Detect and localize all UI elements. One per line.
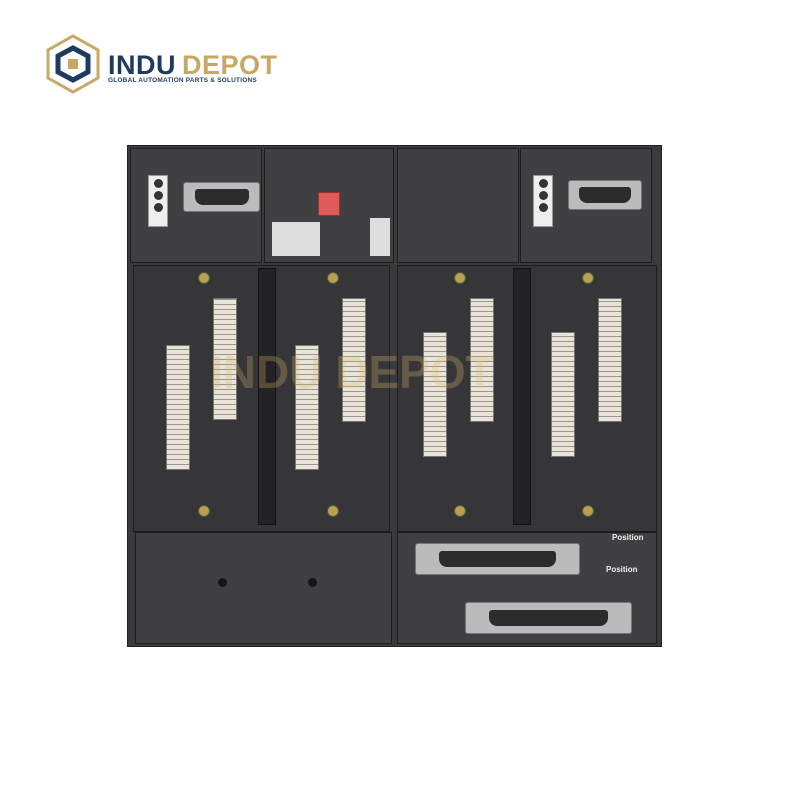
screw [198, 272, 210, 284]
watermark-part2: DEPOT [335, 346, 494, 398]
screw [454, 505, 466, 517]
blank-panel [397, 148, 519, 263]
brand-name-part1: INDU [108, 50, 176, 80]
power-connector [148, 175, 168, 227]
config-table [272, 222, 320, 256]
card-connector [551, 332, 575, 457]
slot-divider-bar [258, 268, 276, 525]
screw [327, 505, 339, 517]
card-connector [423, 332, 447, 457]
screw [454, 272, 466, 284]
blank-bottom-panel [135, 532, 392, 644]
card-connector [470, 298, 494, 422]
screw [198, 505, 210, 517]
screw [582, 505, 594, 517]
db37-connector [415, 543, 580, 575]
card-connector [295, 345, 319, 470]
card-connector [166, 345, 190, 470]
dip-switch[interactable] [318, 192, 340, 216]
card-connector [598, 298, 622, 422]
db9-connector [183, 182, 260, 212]
power-connector [533, 175, 553, 227]
screw [582, 272, 594, 284]
mounting-hole [218, 578, 227, 587]
position-label: Position [606, 565, 638, 574]
card-connector [213, 298, 237, 420]
brand-tagline: GLOBAL AUTOMATION PARTS & SOLUTIONS [108, 77, 257, 84]
watermark-part1: INDU [210, 346, 323, 398]
card-connector [342, 298, 366, 422]
db9-connector [568, 180, 642, 210]
screw [327, 272, 339, 284]
brand-name-part2: DEPOT [182, 50, 278, 80]
mounting-hole [308, 578, 317, 587]
position-label: Position [612, 533, 644, 542]
logo-icon [46, 34, 100, 94]
slot-divider-bar [513, 268, 531, 525]
db37-connector [465, 602, 632, 634]
config-table [370, 218, 390, 256]
watermark: INDU DEPOT [210, 345, 494, 399]
